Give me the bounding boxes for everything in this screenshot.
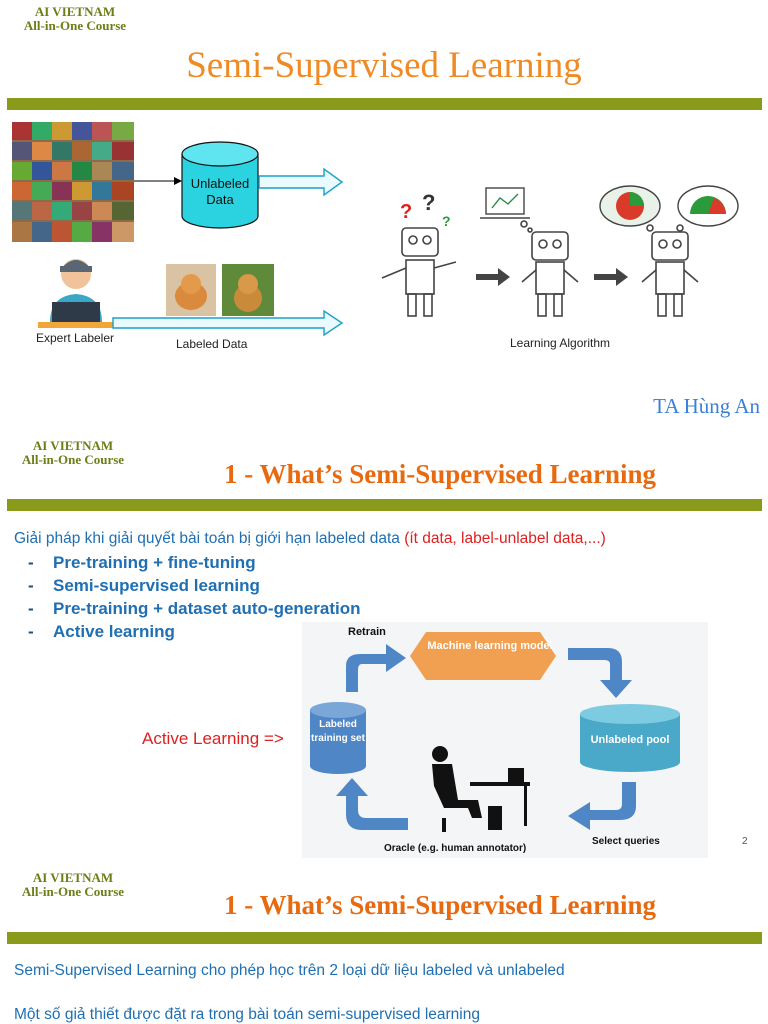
slide2-title: 1 - What’s Semi-Supervised Learning <box>223 459 657 489</box>
oracle-label: Oracle (e.g. human annotator) <box>384 843 527 854</box>
brand-line2: All-in-One Course <box>21 452 125 467</box>
intro-text: Giải pháp khi giải quyết bài toán bị giớ… <box>14 530 405 547</box>
brand-line1: AI VIETNAM <box>34 4 116 19</box>
svg-text:?: ? <box>400 201 412 223</box>
brand-logo-text-3: AI VIETNAM All-in-One Course <box>18 871 128 899</box>
labeled-pet-images <box>166 264 274 316</box>
slide1-title: Semi-Supervised Learning <box>186 45 582 86</box>
svg-text:?: ? <box>442 213 451 229</box>
to-pool-arrow-icon <box>568 648 632 698</box>
learning-robots-illustration: ? ? ? <box>381 185 739 317</box>
retrain-arrow-icon <box>346 644 406 692</box>
labeled-set-label: Labeled training set <box>311 719 365 744</box>
bullet-item: -Pre-training + fine-tuning <box>28 553 256 572</box>
arrow-labeled-right-icon <box>112 310 344 336</box>
oracle-arrow-icon <box>336 778 408 830</box>
brand-line1: AI VIETNAM <box>32 870 114 885</box>
learning-algorithm-label: Learning Algorithm <box>509 336 611 350</box>
slide1-divider <box>7 98 762 110</box>
page-number: 2 <box>742 836 748 847</box>
retrain-label: Retrain <box>348 626 386 638</box>
svg-text:?: ? <box>422 190 435 215</box>
brand-line1: AI VIETNAM <box>32 438 114 453</box>
bullet-item: -Pre-training + dataset auto-generation <box>28 599 361 618</box>
slide2-divider <box>7 499 762 511</box>
oracle-person-icon <box>432 746 530 832</box>
expert-labeler-label: Expert Labeler <box>35 331 115 345</box>
select-queries-label: Select queries <box>592 836 660 847</box>
solution-bullet-list: -Pre-training + fine-tuning -Semi-superv… <box>28 551 360 643</box>
labeled-data-label: Labeled Data <box>176 337 248 351</box>
select-queries-arrow-icon <box>568 782 636 830</box>
active-learning-cycle <box>310 632 680 832</box>
active-learning-pointer: Active Learning => <box>142 729 284 748</box>
bullet-item: -Active learning <box>28 622 175 641</box>
slide3-line2: Một số giả thiết được đặt ra trong bài t… <box>14 1006 480 1023</box>
ml-model-shape <box>410 632 556 680</box>
brand-line2: All-in-One Course <box>23 18 127 33</box>
slide3-title: 1 - What’s Semi-Supervised Learning <box>223 890 657 920</box>
arrow-unlabeled-right-icon <box>258 168 344 196</box>
bullet-item: -Semi-supervised learning <box>28 576 260 595</box>
brand-logo-text-2: AI VIETNAM All-in-One Course <box>18 439 128 467</box>
image-mosaic <box>12 122 134 242</box>
intro-red-text: (ít data, label-unlabel data,...) <box>404 530 606 547</box>
brand-line2: All-in-One Course <box>21 884 125 899</box>
author-name: TA Hùng An <box>653 394 760 418</box>
brand-logo-text: AI VIETNAM All-in-One Course <box>20 5 130 33</box>
slide3-line1: Semi-Supervised Learning cho phép học tr… <box>14 962 565 979</box>
unlabeled-data-label: Unlabeled Data <box>190 176 250 207</box>
unlabeled-pool-label: Unlabeled pool <box>590 734 670 746</box>
unlabeled-data-cylinder-icon <box>181 141 259 229</box>
slide3-divider <box>7 932 762 944</box>
mosaic-tiles <box>12 122 134 242</box>
arrow-to-unlabeled-icon <box>134 177 182 185</box>
expert-labeler-icon <box>38 259 114 328</box>
ml-model-label: Machine learning model <box>427 640 553 652</box>
slide2-intro: Giải pháp khi giải quyết bài toán bị giớ… <box>14 530 764 548</box>
